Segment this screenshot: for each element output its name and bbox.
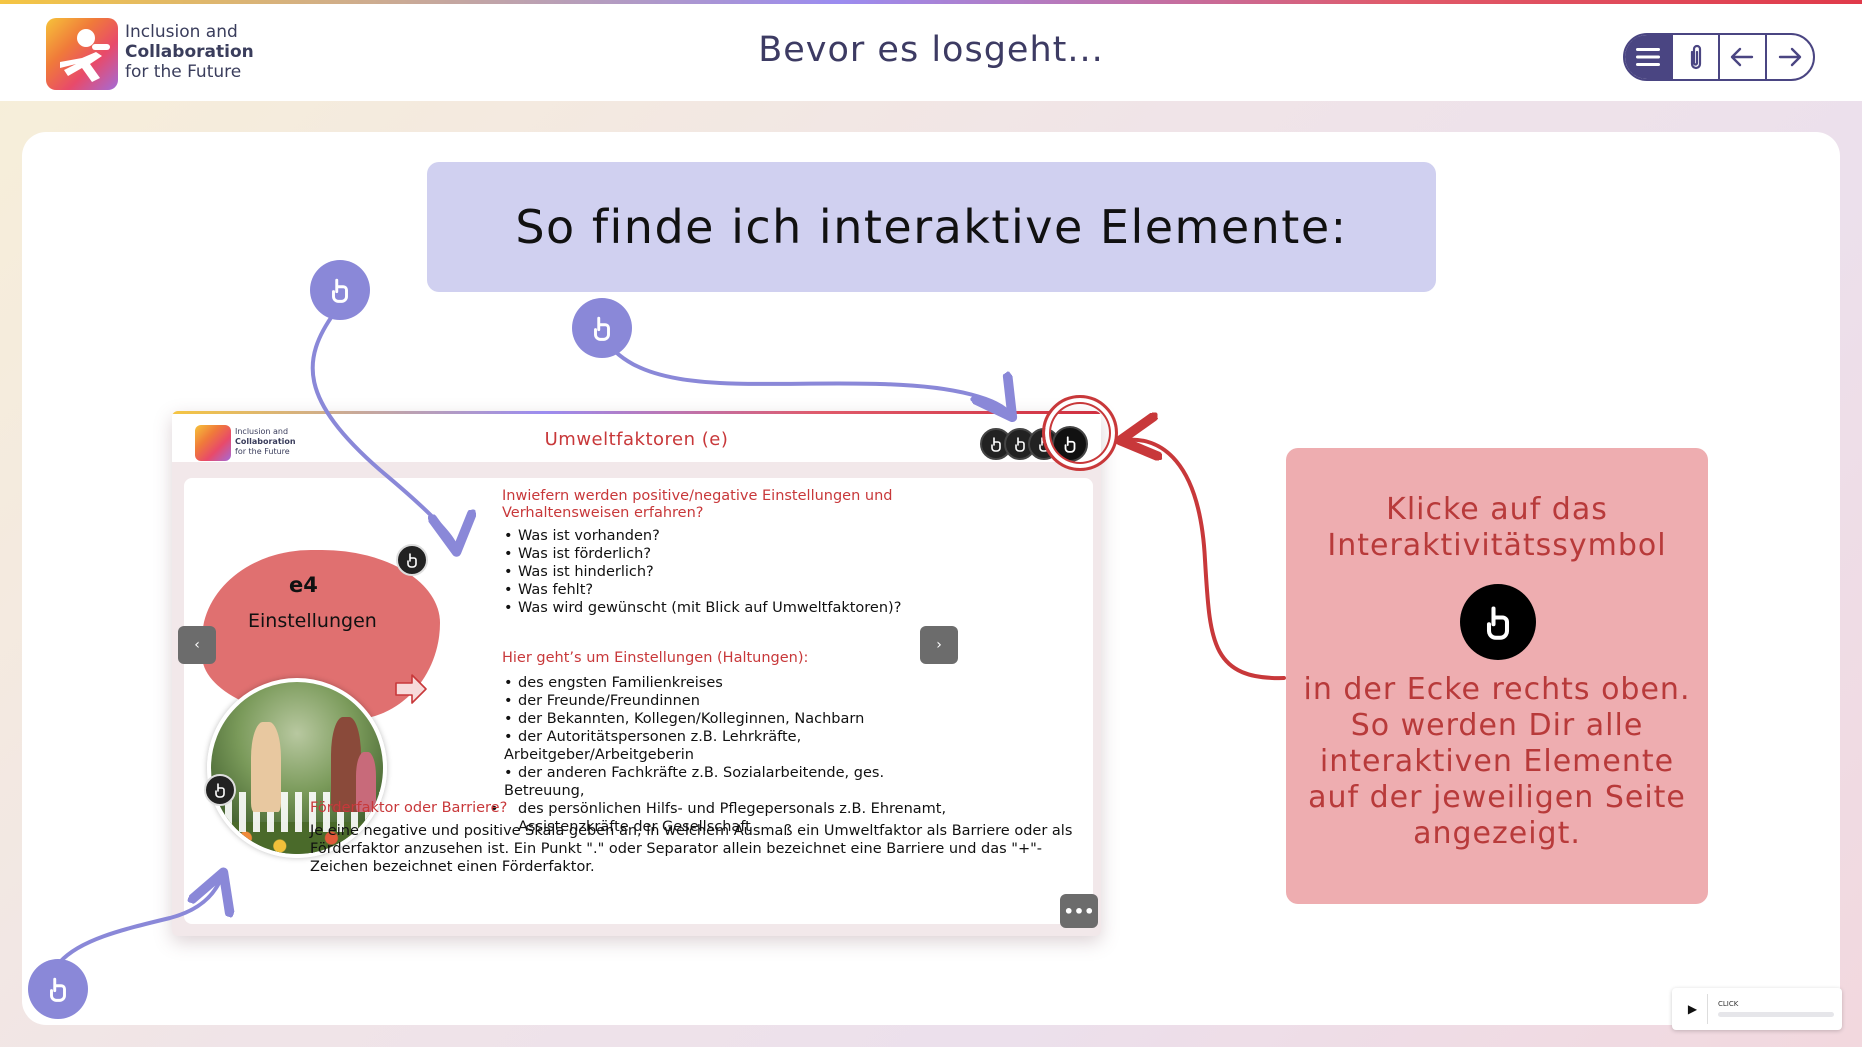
family-photo <box>207 678 387 858</box>
photo-person <box>251 722 281 812</box>
preview-logo-line-3: for the Future <box>235 447 290 456</box>
hand-pointer-icon <box>572 298 632 358</box>
arrow-left-icon <box>1731 47 1754 67</box>
preview-title: Umweltfaktoren (e) <box>544 429 729 450</box>
app-header: Inclusion and Collaboration for the Futu… <box>0 4 1862 101</box>
arrow-right-outline-icon <box>395 674 427 704</box>
list-item: Was wird gewünscht (mit Blick auf Umwelt… <box>504 599 901 617</box>
forward-button[interactable] <box>1767 35 1813 79</box>
hint-top-text: Klicke auf das Interaktivitätssymbol <box>1286 492 1708 564</box>
list-item: Was fehlt? <box>504 581 901 599</box>
question1-list: Was ist vorhanden? Was ist förderlich? W… <box>504 527 901 617</box>
arrow-right-icon <box>1778 47 1801 67</box>
hand-pointer-icon <box>310 260 370 320</box>
hand-pointer-icon <box>28 959 88 1019</box>
logo-text: Inclusion and Collaboration for the Futu… <box>125 22 254 82</box>
topic-code: e4 <box>289 573 318 597</box>
hint-bottom-text: in der Ecke rechts oben. So werden Dir a… <box>1286 672 1708 852</box>
paperclip-icon <box>1690 44 1701 70</box>
hand-pointer-icon[interactable] <box>396 544 428 576</box>
list-item: Was ist förderlich? <box>504 545 901 563</box>
hint-top-line: Klicke auf das <box>1386 492 1608 527</box>
hint-bottom-line: angezeigt. <box>1413 816 1581 851</box>
preview-content: e4 Einstellungen ‹ › Inwiefern werden po… <box>178 478 1093 924</box>
hint-bottom-line: So werden Dir alle <box>1350 708 1644 743</box>
play-button[interactable]: ▶ <box>1678 994 1708 1024</box>
preview-logo-line-1: Inclusion and <box>235 427 289 436</box>
list-item: Was ist vorhanden? <box>504 527 901 545</box>
more-options-button[interactable]: ••• <box>1060 894 1098 928</box>
player-label: CLICK <box>1718 1000 1739 1008</box>
slide-headline: So finde ich interaktive Elemente: <box>427 162 1436 292</box>
highlight-ring <box>1042 395 1118 471</box>
preview-logo-line-2: Collaboration <box>235 437 296 446</box>
question2-heading: Hier geht’s um Einstellungen (Haltungen)… <box>502 650 809 666</box>
attachments-button[interactable] <box>1673 35 1720 79</box>
question1-heading: Inwiefern werden positive/negative Einst… <box>502 488 893 521</box>
audio-player: ▶ CLICK <box>1672 988 1842 1030</box>
page-title: Bevor es losgeht... <box>758 30 1104 70</box>
hamburger-icon <box>1636 48 1661 66</box>
list-item: der Autoritätspersonen z.B. Lehrkräfte, … <box>504 728 954 764</box>
nav-toolbar <box>1623 33 1815 81</box>
topic-label: Einstellungen <box>248 610 377 632</box>
hint-box: Klicke auf das Interaktivitätssymbol in … <box>1286 448 1708 904</box>
hint-top-line: Interaktivitätssymbol <box>1327 528 1667 563</box>
carousel-prev-button[interactable]: ‹ <box>178 626 216 664</box>
menu-button[interactable] <box>1625 35 1674 79</box>
factor-heading: Förderfaktor oder Barriere? <box>310 800 508 816</box>
hint-bottom-line: auf der jeweiligen Seite <box>1308 780 1686 815</box>
hint-bottom-line: in der Ecke rechts oben. <box>1303 672 1691 707</box>
logo-line-1: Inclusion and <box>125 22 238 42</box>
list-item: der anderen Fachkräfte z.B. Sozialarbeit… <box>504 764 954 800</box>
preview-logo-icon <box>195 425 231 461</box>
question2-list: des engsten Familienkreises der Freunde/… <box>504 674 954 836</box>
factor-text: Je eine negative und positive Skala gebe… <box>310 823 1073 875</box>
back-button[interactable] <box>1720 35 1767 79</box>
list-item: des persönlichen Hilfs- und Pflegeperson… <box>504 800 954 836</box>
preview-screenshot: Inclusion and Collaboration for the Futu… <box>172 411 1101 936</box>
carousel-next-button[interactable]: › <box>920 626 958 664</box>
preview-header: Inclusion and Collaboration for the Futu… <box>172 414 1101 462</box>
logo-line-3: for the Future <box>125 62 242 82</box>
player-progress-bar[interactable] <box>1718 1012 1834 1017</box>
preview-logo-text: Inclusion and Collaboration for the Futu… <box>235 427 296 457</box>
hint-bottom-line: interaktiven Elemente <box>1319 744 1675 779</box>
top-gradient-line <box>0 0 1862 4</box>
logo-line-2: Collaboration <box>125 42 254 62</box>
list-item: Was ist hinderlich? <box>504 563 901 581</box>
photo-person <box>356 752 376 812</box>
list-item: des engsten Familienkreises <box>504 674 954 692</box>
list-item: der Freunde/Freundinnen <box>504 692 954 710</box>
logo-icon[interactable] <box>46 18 118 90</box>
hand-pointer-icon[interactable] <box>204 774 236 806</box>
hand-pointer-icon <box>1460 584 1536 660</box>
list-item: der Bekannten, Kollegen/Kolleginnen, Nac… <box>504 710 954 728</box>
